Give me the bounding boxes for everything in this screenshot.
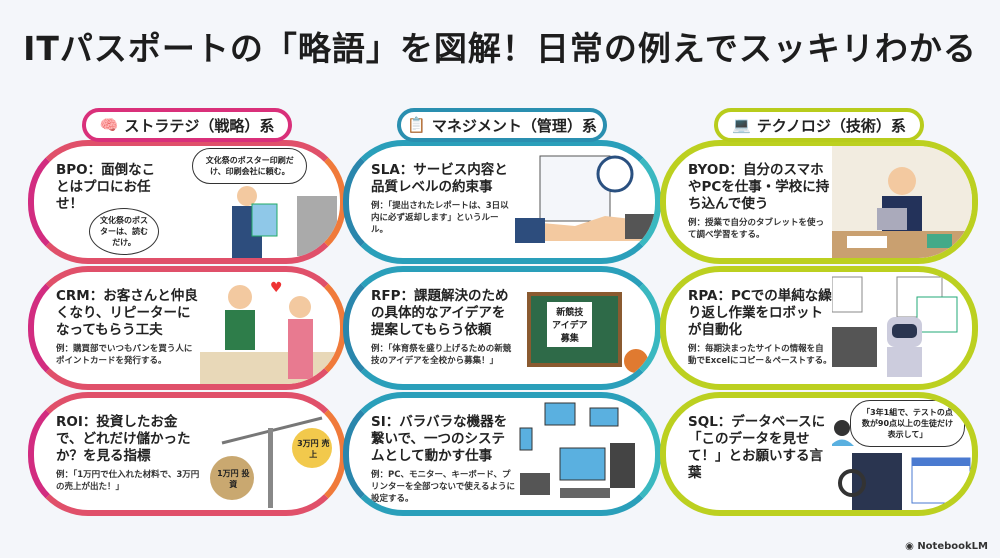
handshake-illustration (515, 146, 655, 258)
column-management: 📋 マネジメント（管理）系 SLA：サービス内容と品質レベルの約束事例：「提出され… (343, 108, 661, 516)
category-label: マネジメント（管理）系 (431, 116, 597, 135)
category-header-strategy: 🧠 ストラテジ（戦略）系 (82, 108, 292, 142)
card-example: 例：授業で自分のタブレットを使って調べ学習をする。 (688, 218, 825, 240)
card-bpo: BPO：面倒なことはプロにお任せ！ 文化祭のポスター印刷だけ、印刷会社に頼む。 … (28, 140, 346, 264)
brain-icon: 🧠 (99, 116, 119, 134)
card-heading: BYOD：自分のスマホやPCを仕事・学校に持ち込んで使う (688, 162, 830, 212)
card-heading: CRM：お客さんと仲良くなり、リピーターになってもらう工夫 (56, 288, 198, 338)
card-roi: ROI：投資したお金で、どれだけ儲かったか？を見る指標例：「1万円で仕入れた材料… (28, 392, 346, 516)
column-strategy: 🧠 ストラテジ（戦略）系 BPO：面倒なことはプロにお任せ！ 文化祭のポスター印刷… (28, 108, 346, 516)
database-illustration: 「3年1組で、テストの点数が90点以上の生徒だけ表示して」 (830, 398, 972, 510)
robot-illustration (831, 272, 972, 384)
card-si: SI：バラバラな機器を繋いで、一つのシステムとして動かす仕事例：PC、モニター、… (343, 392, 661, 516)
card-example: 例：「提出されたレポートは、3日以内に必ず返却します」というルール。 (371, 201, 509, 235)
card-heading: SLA：サービス内容と品質レベルの約束事 (371, 162, 508, 195)
card-heading: SI：バラバラな機器を繋いで、一つのシステムとして動かす仕事 (371, 414, 508, 464)
recruitment-poster: 新競技 アイデア 募集 (547, 302, 593, 347)
laptop-icon: 💻 (732, 116, 751, 134)
card-crm: CRM：お客さんと仲良くなり、リピーターになってもらう工夫例：購買部でいつもパン… (28, 266, 346, 390)
card-sql: SQL：データベースに「このデータを見せて！」とお願いする言葉 「3年1組で、テ… (660, 392, 978, 516)
classroom-illustration (832, 146, 972, 258)
card-example: 例：毎期決まったサイトの情報を自動でExcelにコピー＆ペーストする。 (688, 344, 832, 366)
card-heading: SQL：データベースに「このデータを見せて！」とお願いする言葉 (688, 414, 826, 481)
card-byod: BYOD：自分のスマホやPCを仕事・学校に持ち込んで使う例：授業で自分のタブレッ… (660, 140, 978, 264)
card-heading: ROI：投資したお金で、どれだけ儲かったか？を見る指標 (56, 414, 191, 464)
speech-bubble: 文化祭のポスター印刷だけ、印刷会社に頼む。 (192, 148, 308, 184)
card-heading: RFP：課題解決のための具体的なアイデアを提案してもらう依頼 (371, 288, 509, 338)
logo-text: NotebookLM (917, 541, 988, 552)
printer-illustration: 文化祭のポスター印刷だけ、印刷会社に頼む。 (192, 146, 340, 258)
card-heading: BPO：面倒なことはプロにお任せ！ (56, 162, 156, 212)
column-technology: 💻 テクノロジ（技術）系 BYOD：自分のスマホやPCを仕事・学校に持ち込んで使う… (660, 108, 978, 516)
devices-illustration (515, 398, 655, 510)
card-sla: SLA：サービス内容と品質レベルの約束事例：「提出されたレポートは、3日以内に必… (343, 140, 661, 264)
category-header-management: 📋 マネジメント（管理）系 (397, 108, 607, 142)
card-example: 例：PC、モニター、キーボード、プリンターを全部つないで使えるように設定する。 (371, 470, 515, 504)
category-label: テクノロジ（技術）系 (756, 116, 906, 135)
chalkboard-illustration: 新競技 アイデア 募集 (517, 272, 655, 384)
card-example: 例：「1万円で仕入れた材料で、3万円の売上が出た！」 (56, 470, 200, 492)
clipboard-icon: 📋 (407, 116, 426, 134)
category-label: ストラテジ（戦略）系 (124, 116, 275, 135)
shop-illustration: ♥ (200, 272, 340, 384)
card-rfp: RFP：課題解決のための具体的なアイデアを提案してもらう依頼例：「体育祭を盛り上… (343, 266, 661, 390)
card-heading: RPA：PCでの単純な繰り返し作業をロボットが自動化 (688, 288, 832, 338)
scale-illustration: 1万円 投資 3万円 売上 (202, 398, 340, 510)
card-example: 例：「体育祭を盛り上げるための新競技のアイデアを全校から募集！」 (371, 344, 512, 366)
category-header-technology: 💻 テクノロジ（技術）系 (714, 108, 924, 142)
notebooklm-logo: ◉ NotebookLM (905, 541, 988, 552)
speech-bubble: 「3年1組で、テストの点数が90点以上の生徒だけ表示して」 (850, 400, 965, 447)
svg-text:♥: ♥ (270, 280, 283, 296)
card-rpa: RPA：PCでの単純な繰り返し作業をロボットが自動化例：毎期決まったサイトの情報… (660, 266, 978, 390)
money-bag-invest: 1万円 投資 (217, 469, 250, 489)
money-bag-sales: 3万円 売上 (297, 439, 330, 459)
page-title: ITパスポートの「略語」を図解！日常の例えでスッキリわかる (23, 29, 977, 68)
card-example: 例：購買部でいつもパンを買う人にポイントカードを発行する。 (56, 344, 193, 366)
speech-bubble: 文化祭のポスターは、読むだけ。 (89, 208, 159, 255)
